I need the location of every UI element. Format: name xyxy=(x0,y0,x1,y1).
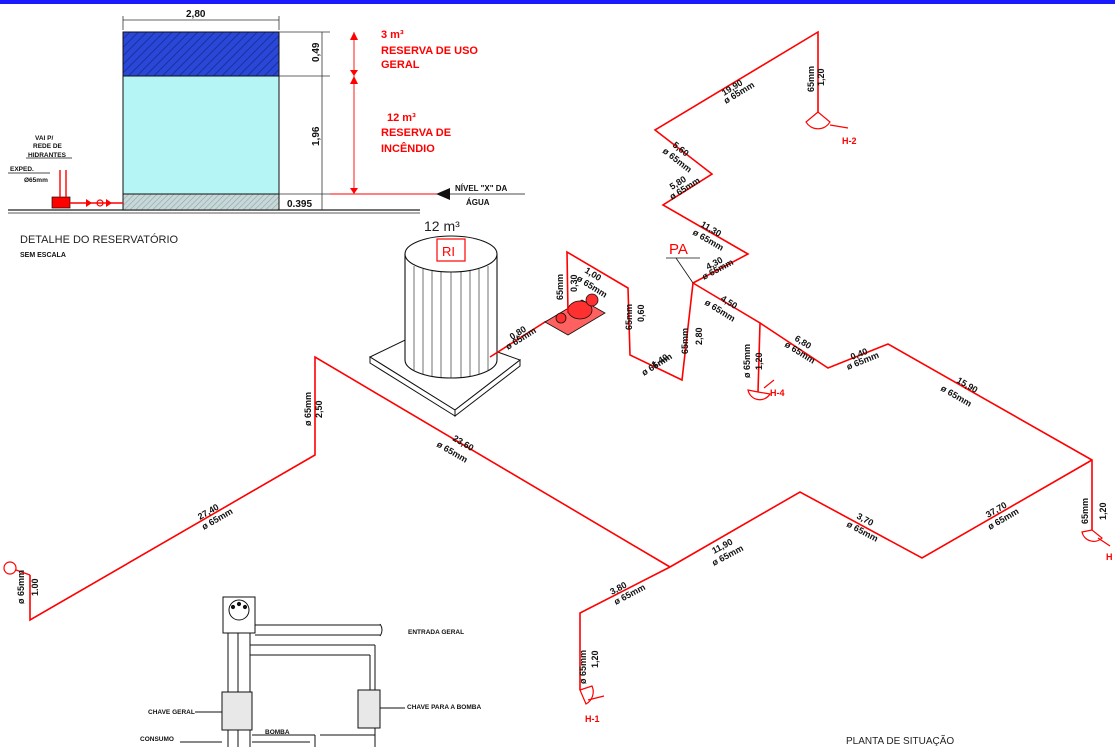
dead-volume xyxy=(122,193,280,211)
label-1-00-west-dia: ø 65mm xyxy=(16,570,26,604)
hydrant-h2: H-2 xyxy=(805,111,857,146)
water-level-label-1: NÍVEL "X" DA xyxy=(455,184,508,193)
diameter-label: Ø65mm xyxy=(24,177,48,184)
pump-switch-icon xyxy=(357,689,381,729)
pipe-main-west xyxy=(29,355,671,622)
hydrant-h4-label: H-4 xyxy=(770,388,785,398)
fire-reserve-volume xyxy=(122,75,280,195)
tank-volume: 12 m³ xyxy=(424,218,460,234)
reservoir-detail-caption: DETALHE DO RESERVATÓRIO xyxy=(20,233,179,246)
general-reserve-volume-label: 3 m³ xyxy=(381,29,404,41)
label-1-20-h1: 1,20 xyxy=(590,650,600,668)
label-chave-bomba: CHAVE PARA A BOMBA xyxy=(407,704,481,711)
pa-label: PA xyxy=(669,241,688,258)
pipe-branch-h2 xyxy=(653,30,819,284)
water-level-label-2: ÁGUA xyxy=(466,198,490,207)
width-dimension-text: 2,80 xyxy=(186,9,206,20)
label-1-20-h3-dia: 65mm xyxy=(1080,498,1090,524)
switch-schematic-labels: ENTRADA GERAL CHAVE GERAL CHAVE PARA A B… xyxy=(140,629,481,743)
label-0-60-dia: 65mm xyxy=(624,304,634,330)
site-plan-caption: PLANTA DE SITUAÇÃO xyxy=(846,734,954,747)
check-valve-icon xyxy=(96,199,104,207)
label-2-50: 2,50 xyxy=(314,400,324,418)
hydrant-h3-icon xyxy=(1081,529,1103,542)
switch-schematic xyxy=(180,596,405,747)
pipe-network: PA H-2 H-4 H H-1 19,90 ø 65 xyxy=(3,30,1113,724)
hydrant-h2-label: H-2 xyxy=(842,136,857,146)
hydrant-h2-icon xyxy=(805,111,831,130)
label-1-20-h2-dia: 65mm xyxy=(806,66,816,92)
label-2-50-dia: ø 65mm xyxy=(303,392,313,426)
pump-icon xyxy=(51,196,71,209)
pipe-pump-riser xyxy=(566,250,694,382)
pipe-branch-h1 xyxy=(579,566,671,690)
hydrant-h4-icon xyxy=(747,389,771,401)
hydrant-h3-label: H xyxy=(1106,552,1113,562)
pipe-lower-return xyxy=(669,459,1093,568)
label-1-20-h1-dia: ø 65mm xyxy=(578,650,588,684)
tank-tag: RI xyxy=(442,244,455,259)
meter-icon xyxy=(228,599,250,621)
hydrant-h1-label: H-1 xyxy=(585,714,600,724)
fire-reserve-volume-label: 12 m³ xyxy=(387,112,416,124)
label-1-00-west: 1.00 xyxy=(30,578,40,596)
vai-label-1: VAI P/ xyxy=(35,135,53,142)
meter-box xyxy=(222,596,256,634)
reservoir-detail: 2,80 0,49 1,96 0.395 3 m³ RESERVA DE USO… xyxy=(8,9,525,259)
vai-label-2: REDE DE xyxy=(33,143,63,150)
reservoir-detail-subcaption: SEM ESCALA xyxy=(20,252,66,259)
pipe-main-east xyxy=(759,322,1093,530)
label-1-20-h3: 1,20 xyxy=(1098,502,1108,520)
label-chave-geral: CHAVE GERAL xyxy=(148,709,195,716)
label-consumo: CONSUMO xyxy=(140,736,174,743)
label-1-20-h2: 1,20 xyxy=(816,68,826,86)
exped-label: EXPED. xyxy=(10,166,34,173)
tank-tag-box xyxy=(436,238,466,262)
dim-0-395: 0.395 xyxy=(287,199,312,210)
label-entrada-geral: ENTRADA GERAL xyxy=(408,629,464,636)
general-reserve-volume xyxy=(122,31,280,77)
hydrant-h1: H-1 xyxy=(579,685,605,724)
valve-icon xyxy=(86,199,92,207)
top-border-bar xyxy=(0,0,1115,4)
hydrant-west-icon xyxy=(3,561,17,575)
hydrant-h1-icon xyxy=(579,685,594,705)
water-level-marker xyxy=(436,188,450,200)
hydrant-h3: H xyxy=(1081,529,1113,562)
label-1-20-h4: 1,20 xyxy=(754,352,764,370)
label-0-60: 0,60 xyxy=(636,304,646,322)
dim-1-96: 1,96 xyxy=(311,126,322,146)
label-bomba: BOMBA xyxy=(265,729,290,736)
general-reserve-label-1: RESERVA DE USO xyxy=(381,45,478,57)
fire-reserve-label-1: RESERVA DE xyxy=(381,127,451,139)
hydrant-h4: H-4 xyxy=(747,379,785,401)
fire-reserve-label-2: INCÊNDIO xyxy=(381,142,435,155)
main-switch-icon xyxy=(221,691,253,731)
elevated-tank: RI 12 m³ xyxy=(368,218,522,418)
label-2-80: 2,80 xyxy=(694,327,704,345)
hydrant-west xyxy=(3,561,31,576)
vai-label-3: HIDRANTES xyxy=(28,152,67,159)
general-reserve-label-2: GERAL xyxy=(381,59,420,71)
label-0-30-dia: 65mm xyxy=(555,274,565,300)
label-1-20-h4-dia: ø 65mm xyxy=(742,344,752,378)
label-2-80-dia: 65mm xyxy=(680,328,690,354)
label-0-30: 0,30 xyxy=(569,274,579,292)
dim-0-49: 0,49 xyxy=(311,42,322,62)
